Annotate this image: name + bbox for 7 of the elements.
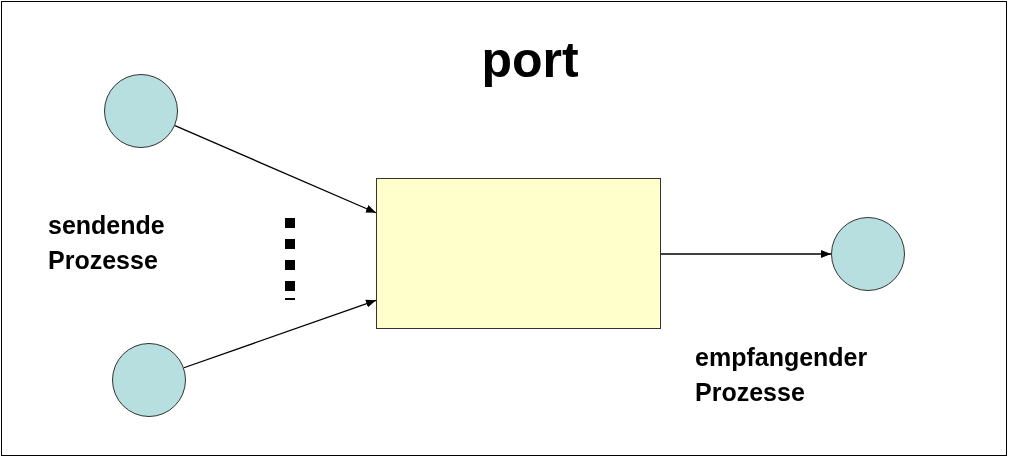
- process-label: sendende Prozesse: [48, 210, 166, 276]
- port-box: [376, 178, 661, 329]
- process-label: empfangender Prozesse: [695, 342, 869, 408]
- title: port: [480, 31, 580, 90]
- arrow: [660, 250, 832, 258]
- arrow: [183, 299, 377, 369]
- arrow: [174, 125, 377, 214]
